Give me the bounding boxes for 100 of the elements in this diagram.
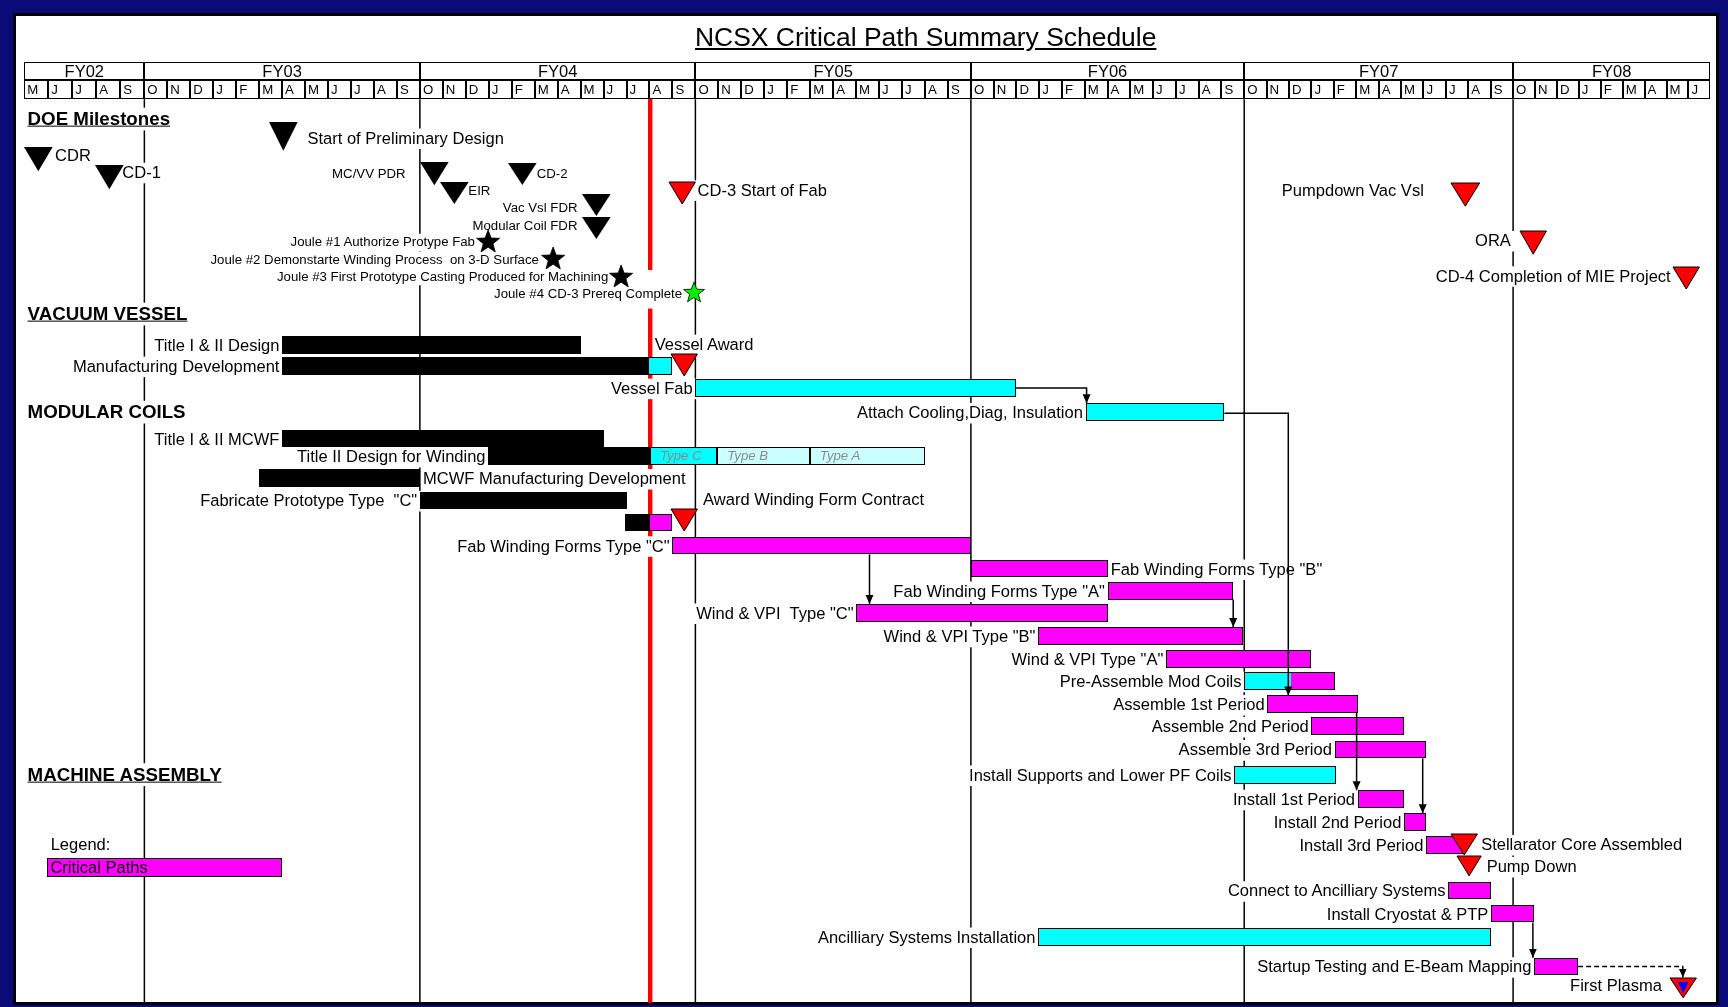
month-label: N <box>1535 80 1557 100</box>
task-label: Attach Cooling,Diag, Insulation <box>857 404 1083 422</box>
arrow <box>1528 921 1537 959</box>
month-label: F <box>236 80 260 100</box>
month-label: J <box>1175 80 1199 100</box>
task-label: Fabricate Prototype Type "C" <box>200 493 418 510</box>
month-label: N <box>718 80 742 100</box>
milestone-label: CDR <box>55 148 91 165</box>
month-label: S <box>120 80 145 100</box>
task-label: Install 1st Period <box>1232 791 1356 809</box>
month-label: M <box>856 80 880 100</box>
month-label: J <box>1445 80 1469 100</box>
month-label: J <box>603 80 627 100</box>
month-label: M <box>580 80 604 100</box>
month-label: A <box>1644 80 1667 100</box>
task-label: Ancilliary Systems Installation <box>817 929 1036 946</box>
month-label: A <box>649 80 673 100</box>
month-label: M <box>534 80 558 100</box>
task-bar: Type A <box>810 447 925 466</box>
milestone-label: CD-3 Start of Fab <box>697 182 827 199</box>
month-label: S <box>396 80 420 100</box>
milestone-label: Joule #2 Demonstarte Winding Process on 3-D Surface <box>210 253 539 267</box>
milestone-label: EIR <box>468 184 491 198</box>
month-label: N <box>1266 80 1289 100</box>
month-label: M <box>1622 80 1645 100</box>
month-label: M <box>259 80 283 100</box>
month-label: J <box>1423 80 1446 100</box>
month-label: S <box>672 80 696 100</box>
milestone-label: CD-4 Completion of MIE Project <box>1435 268 1671 285</box>
task-label: Vessel Fab <box>611 380 693 398</box>
month-label: S <box>1221 80 1245 100</box>
month-label: J <box>902 80 925 100</box>
milestone-label: Vessel Award <box>654 336 754 354</box>
month-label: J <box>328 80 351 100</box>
milestone-label: Pump Down <box>1486 859 1577 876</box>
month-label: A <box>1198 80 1222 100</box>
arrow <box>1015 387 1091 405</box>
milestone-label: MC/VV PDR <box>332 167 406 181</box>
month-label: J <box>1311 80 1334 100</box>
task-label: Pre-Assemble Mod Coils <box>1059 673 1242 691</box>
task-label: Connect to Ancilliary Systems <box>1227 883 1446 900</box>
task-label: MCWF Manufacturing Development <box>423 471 686 488</box>
month-label: A <box>924 80 948 100</box>
task-label: Title I & II MCWF <box>154 431 280 448</box>
task-label: Fab Winding Forms Type "C" <box>457 538 670 555</box>
month-label: J <box>72 80 97 100</box>
month-label: M <box>305 80 329 100</box>
milestone-label: Award Winding Form Contract <box>703 492 924 509</box>
legend-title: Legend: <box>50 837 111 854</box>
month-label: O <box>970 80 994 100</box>
task-label: Wind & VPI Type "B" <box>883 628 1036 646</box>
task-label: Wind & VPI Type "A" <box>1011 651 1164 669</box>
month-label: D <box>741 80 765 100</box>
month-label: M <box>1401 80 1424 100</box>
milestone-label: Modular Coil FDR <box>472 219 578 233</box>
milestone-label: Stellarator Core Assembled <box>1481 837 1683 854</box>
month-label: O <box>1244 80 1267 100</box>
month-label: A <box>96 80 121 100</box>
month-label: D <box>190 80 214 100</box>
month-label: A <box>1378 80 1402 100</box>
month-label: N <box>442 80 466 100</box>
month-label: O <box>1513 80 1535 100</box>
milestone-label: ORA <box>1475 233 1511 250</box>
month-label: M <box>1084 80 1108 100</box>
month-label: A <box>557 80 581 100</box>
task-label: Startup Testing and E-Beam Mapping <box>1257 959 1532 976</box>
month-label: J <box>48 80 73 100</box>
arrow <box>1352 712 1361 791</box>
task-label: Manufacturing Development <box>72 358 280 376</box>
task-label: Install 3rd Period <box>1299 838 1424 855</box>
milestone-label: Vac Vsl FDR <box>502 201 578 215</box>
milestone-label: Joule #1 Authorize Protype Fab <box>290 235 475 250</box>
month-label: F <box>1600 80 1623 100</box>
month-label: A <box>282 80 306 100</box>
task-label: Title II Design for Winding <box>297 448 486 466</box>
month-label: F <box>1333 80 1357 100</box>
month-label: J <box>879 80 902 100</box>
arrow <box>1223 412 1293 697</box>
month-label: S <box>947 80 971 100</box>
month-label: J <box>764 80 788 100</box>
task-label: Install Supports and Lower PF Coils <box>969 767 1232 784</box>
section-heading: MACHINE ASSEMBLY <box>27 765 222 785</box>
month-label: O <box>144 80 168 100</box>
month-label: D <box>1016 80 1040 100</box>
month-label: J <box>1153 80 1176 100</box>
milestone-label: CD-1 <box>122 164 161 182</box>
milestone-label: CD-2 <box>536 167 568 181</box>
month-label: J <box>1578 80 1601 100</box>
arrow <box>1577 965 1687 979</box>
month-label: J <box>351 80 374 100</box>
month-label: A <box>1107 80 1131 100</box>
task-label: Fab Winding Forms Type "A" <box>893 583 1105 600</box>
month-label: N <box>993 80 1017 100</box>
legend-label: Critical Paths <box>50 859 148 877</box>
month-label: O <box>695 80 719 100</box>
month-label: M <box>1356 80 1379 100</box>
month-label: J <box>1688 80 1711 100</box>
month-label: M <box>1130 80 1154 100</box>
month-label: A <box>833 80 857 100</box>
month-label: N <box>167 80 191 100</box>
